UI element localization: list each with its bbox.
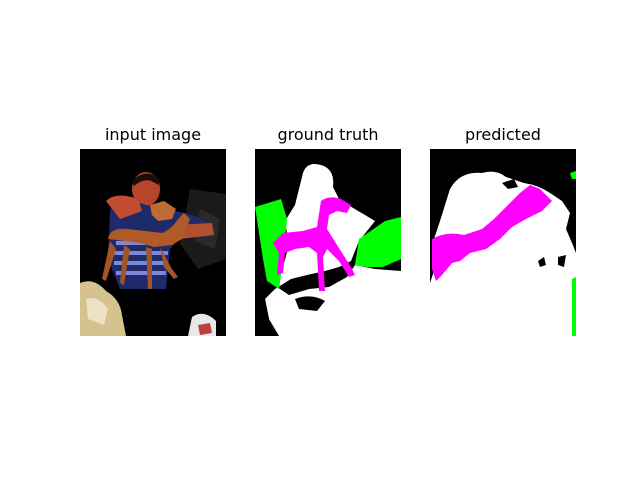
input-image-title: input image — [104, 125, 202, 144]
predicted-mask — [430, 149, 576, 336]
input-image — [80, 149, 226, 336]
predicted-title: predicted — [465, 125, 541, 144]
ground-truth-mask — [255, 149, 401, 336]
ground-truth-title: ground truth — [277, 125, 379, 144]
